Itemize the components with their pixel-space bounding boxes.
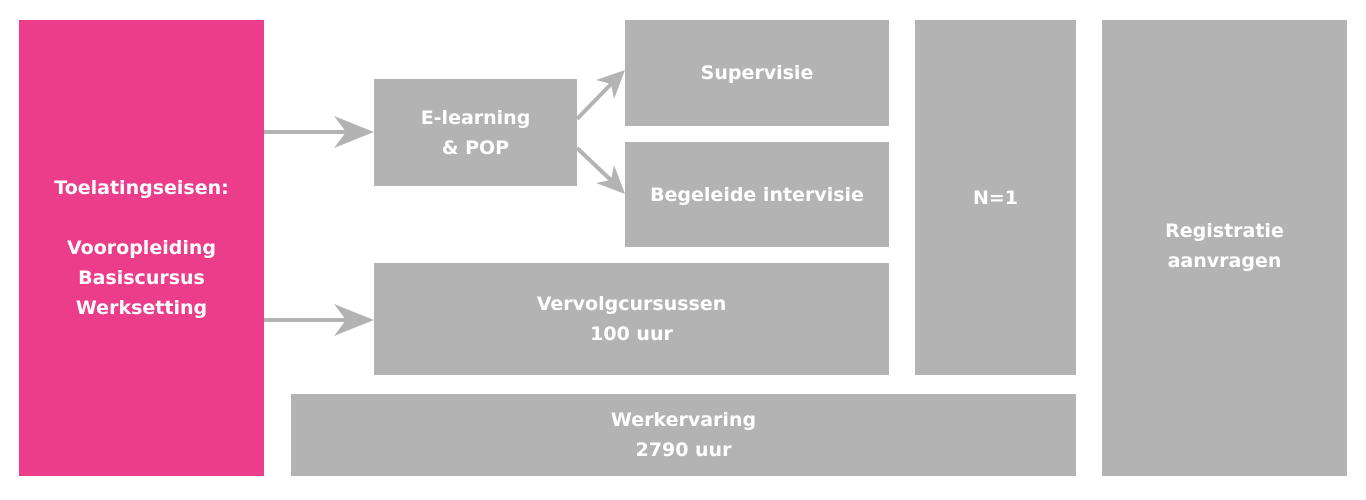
admission-requirements-box: Toelatingseisen: Vooropleiding Basiscurs… [19, 20, 264, 476]
arrow-to-vervolgcursussen [264, 304, 374, 336]
vervolgcursussen-hours: 100 uur [590, 323, 673, 345]
arrow-to-elearning [264, 116, 374, 148]
n1-label: N=1 [972, 186, 1019, 209]
requirement-item: Basiscursus [78, 267, 205, 289]
arrow-to-supervisie [575, 70, 625, 121]
arrow-to-intervisie [575, 146, 625, 194]
aanvragen-label: aanvragen [1167, 250, 1282, 272]
werkervaring-box: Werkervaring 2790 uur [291, 394, 1076, 476]
elearning-label: E-learning [420, 106, 531, 129]
werkervaring-hours: 2790 uur [635, 439, 732, 461]
vervolgcursussen-label: Vervolgcursussen [536, 293, 727, 315]
pop-label: & POP [441, 136, 510, 159]
intervisie-box: Begeleide intervisie [625, 142, 889, 247]
intervisie-label: Begeleide intervisie [650, 183, 864, 206]
supervisie-label: Supervisie [700, 62, 814, 84]
n1-box: N=1 [915, 20, 1076, 375]
requirement-item: Werksetting [75, 297, 208, 319]
registratie-label: Registratie [1165, 220, 1284, 242]
registratie-box: Registratie aanvragen [1102, 20, 1347, 476]
vervolgcursussen-box: Vervolgcursussen 100 uur [374, 263, 889, 375]
elearning-box: E-learning & POP [374, 79, 577, 186]
werkervaring-label: Werkervaring [610, 409, 757, 431]
supervisie-box: Supervisie [625, 20, 889, 126]
requirement-item: Vooropleiding [67, 237, 216, 259]
requirements-title: Toelatingseisen: [54, 177, 229, 199]
